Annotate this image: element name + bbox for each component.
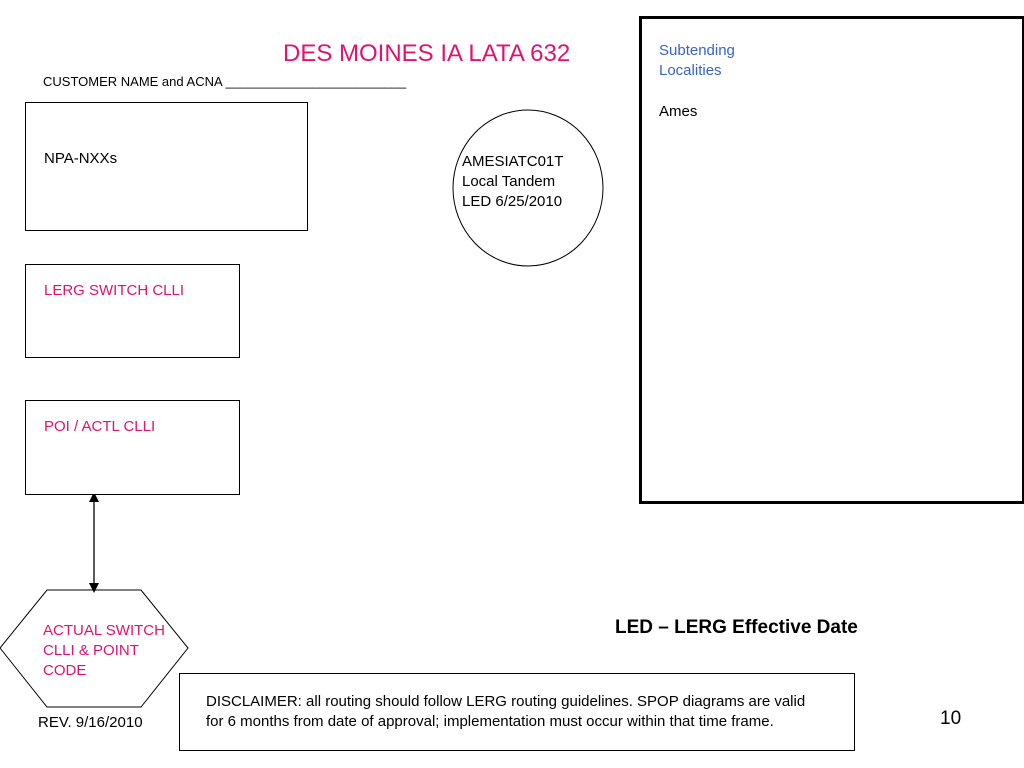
tandem-led: LED 6/25/2010 (462, 193, 563, 210)
npa-nxx-box: NPA-NXXs (25, 102, 308, 231)
revision-date: REV. 9/16/2010 (38, 714, 143, 731)
poi-actl-label: POI / ACTL CLLI (44, 418, 156, 435)
subtending-locality-item: Ames (659, 103, 698, 120)
npa-nxx-label: NPA-NXXs (44, 150, 118, 167)
lerg-switch-label: LERG SWITCH CLLI (44, 282, 185, 299)
page-title: DES MOINES IA LATA 632 (283, 40, 571, 67)
actual-switch-hexagon (0, 589, 189, 708)
subtending-title: Subtending Localities (659, 42, 735, 79)
actual-switch-label: ACTUAL SWITCH CLLI & POINT CODE (43, 622, 165, 679)
tandem-clli: AMESIATC01T (462, 153, 564, 170)
customer-name-line: CUSTOMER NAME and ACNA _________________… (43, 74, 407, 89)
tandem-type: Local Tandem (462, 173, 556, 190)
disclaimer-text: DISCLAIMER: all routing should follow LE… (206, 693, 806, 730)
tandem-label: AMESIATC01T Local Tandem LED 6/25/2010 (462, 152, 563, 212)
led-definition: LED – LERG Effective Date (615, 617, 858, 638)
lerg-switch-box: LERG SWITCH CLLI (25, 264, 240, 358)
subtending-localities-box: Subtending Localities Ames (639, 16, 1024, 504)
page-number: 10 (940, 708, 962, 729)
tandem-circle (452, 109, 604, 267)
poi-actl-box: POI / ACTL CLLI (25, 400, 240, 495)
disclaimer-box: DISCLAIMER: all routing should follow LE… (179, 673, 855, 751)
